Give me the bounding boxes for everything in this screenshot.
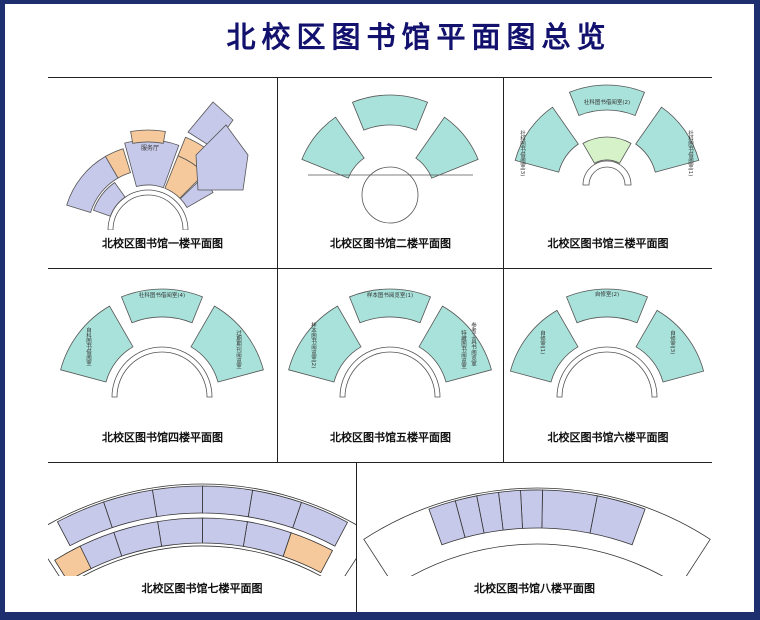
- floor-1-plan: 服务厅: [66, 101, 249, 230]
- office-room: [201, 517, 248, 547]
- floor-8-caption: 北校区图书馆八楼平面图: [474, 582, 595, 595]
- floor-3-caption: 北校区图书馆三楼平面图: [547, 237, 669, 250]
- room-label: 样本图书阅览室(2): [310, 321, 317, 368]
- room-shape: [339, 346, 441, 398]
- room-shape: [565, 288, 649, 324]
- room-shape: [66, 155, 119, 214]
- room-shape: [514, 106, 579, 173]
- floor-3-plan: 社科图书借阅室(2) 社科图书借阅室(3) 社科图书借阅室(1): [514, 84, 700, 186]
- room-shape: [582, 160, 632, 186]
- room-shape: [301, 116, 365, 179]
- room-label: 过期期刊阅览室: [235, 329, 242, 369]
- room-label: 参考工具书阅览室: [470, 321, 477, 367]
- floor-5-panel[interactable]: 样本图书阅览室(1) 样本图书阅览室(2) 参考工具书阅览室 特藏图书阅览室 北…: [278, 272, 503, 462]
- room-label: 特藏图书阅览室: [460, 329, 467, 369]
- floor-4-panel[interactable]: 社科图书借阅室(4) 自科图书借阅室 过期期刊阅览室 北校区图书馆四楼平面图: [48, 272, 277, 462]
- room-label: 社科图书借阅室(2): [584, 98, 630, 106]
- room-shape: [104, 148, 132, 179]
- floor-1-caption: 北校区图书馆一楼平面图: [102, 237, 223, 250]
- room-label: 自修室(3): [669, 329, 676, 354]
- floor-6-caption: 北校区图书馆六楼平面图: [547, 431, 669, 444]
- room-label: 自科图书借阅室: [85, 326, 92, 366]
- room-shape: [130, 129, 166, 144]
- room-shape: [418, 305, 492, 383]
- floor-1-panel[interactable]: 服务厅 北校区图书馆一楼平面图: [48, 80, 277, 268]
- office-room: [56, 501, 113, 547]
- office-room: [157, 517, 203, 547]
- room-shape: [111, 346, 213, 398]
- room-shape: [568, 84, 646, 117]
- room-shape: [107, 189, 189, 230]
- room-label: 社科图书借阅室(4): [139, 291, 185, 299]
- page-title: 北校区图书馆平面图总览: [226, 20, 612, 54]
- office-room: [202, 485, 254, 518]
- grid-line: [356, 462, 357, 612]
- room-shape: [556, 346, 658, 398]
- service-room: [54, 545, 92, 576]
- floor-7-plan: [48, 483, 356, 576]
- room-shape: [509, 309, 579, 383]
- grid-line: [48, 268, 712, 269]
- floor-7-panel[interactable]: 北校区图书馆七楼平面图: [48, 466, 356, 612]
- floor-2-plan: [301, 94, 479, 224]
- grid-line: [503, 77, 504, 462]
- room-label: 自修室(2): [595, 290, 619, 298]
- room-shape: [351, 94, 429, 131]
- room-shape: [635, 309, 705, 383]
- room-shape: [190, 305, 264, 383]
- floor-8-plan: [363, 487, 711, 576]
- floor-4-caption: 北校区图书馆四楼平面图: [102, 431, 223, 444]
- room-shape: [60, 305, 134, 383]
- room-shape: [288, 305, 362, 383]
- floor-2-caption: 北校区图书馆二楼平面图: [330, 237, 451, 250]
- floor-4-plan: 社科图书借阅室(4) 自科图书借阅室 过期期刊阅览室: [60, 288, 264, 398]
- room-label: 自修室(1): [539, 329, 546, 354]
- room-label: 服务厅: [141, 144, 159, 152]
- room-shape: [348, 288, 432, 324]
- room-label: 社科图书借阅室(1): [687, 129, 694, 176]
- floor-7-caption: 北校区图书馆七楼平面图: [141, 582, 263, 595]
- office-room: [151, 485, 203, 518]
- room-shape: [635, 106, 700, 173]
- office-room: [541, 489, 598, 534]
- floor-5-plan: 样本图书阅览室(1) 样本图书阅览室(2) 参考工具书阅览室 特藏图书阅览室: [288, 288, 492, 398]
- floor-5-caption: 北校区图书馆五楼平面图: [330, 431, 451, 444]
- office-room: [520, 489, 543, 529]
- room-label: 社科图书借阅室(3): [519, 129, 526, 176]
- room-shape: [582, 136, 632, 164]
- office-room: [428, 500, 466, 546]
- floor-8-panel[interactable]: 北校区图书馆八楼平面图: [357, 466, 712, 612]
- floor-6-panel[interactable]: 自修室(2) 自修室(1) 自修室(3) 北校区图书馆六楼平面图: [504, 272, 712, 462]
- grid-line: [48, 77, 712, 78]
- floor-6-plan: 自修室(2) 自修室(1) 自修室(3): [509, 288, 705, 398]
- room-shape: [415, 116, 479, 179]
- room-shape: [120, 288, 204, 324]
- floor-3-panel[interactable]: 社科图书借阅室(2) 社科图书借阅室(3) 社科图书借阅室(1) 北校区图书馆三…: [504, 80, 712, 268]
- grid-line: [277, 77, 278, 462]
- room-label: 样本图书阅览室(1): [367, 291, 413, 299]
- room-shape: [361, 166, 419, 224]
- floor-2-panel[interactable]: 北校区图书馆二楼平面图: [278, 80, 503, 268]
- grid-line: [48, 462, 712, 463]
